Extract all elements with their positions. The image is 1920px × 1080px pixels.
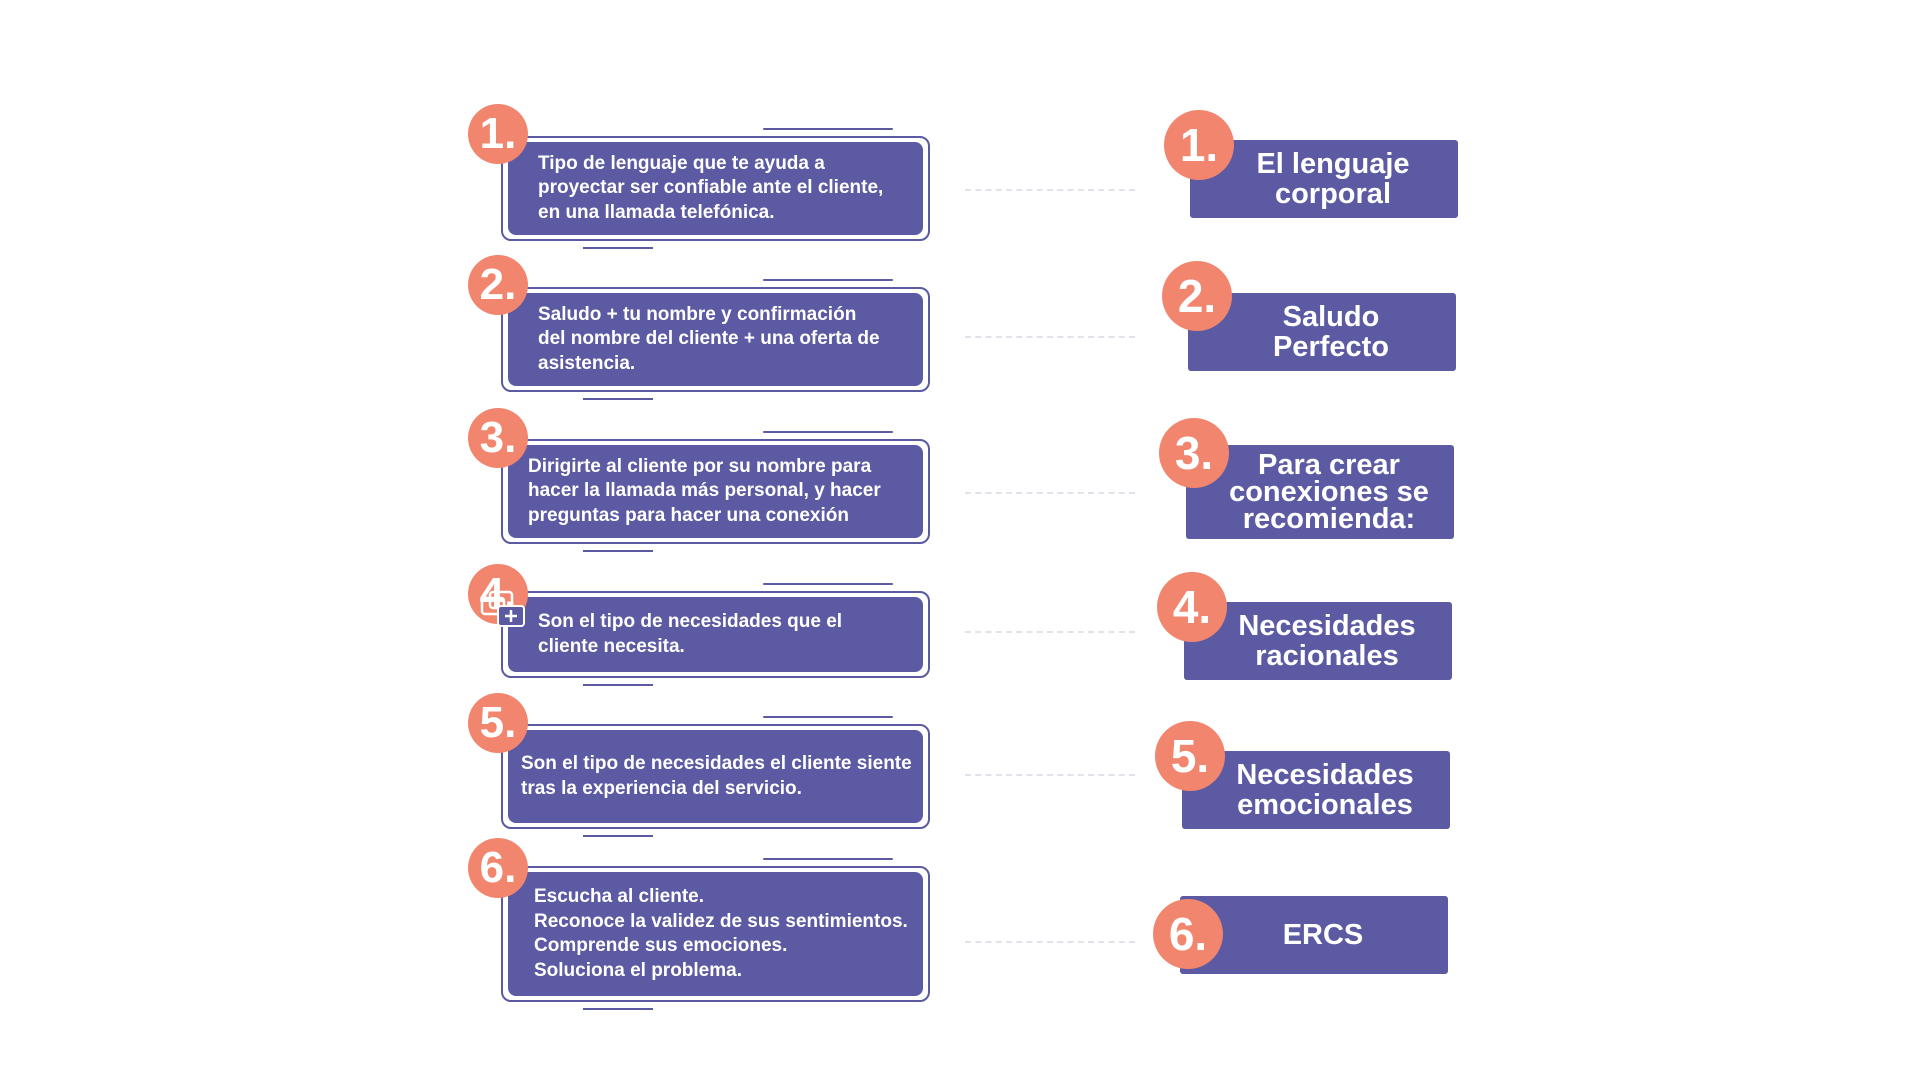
definition-card-3[interactable]: Dirigirte al cliente por su nombre para … (501, 431, 930, 552)
connector-line (965, 336, 1135, 338)
decorative-line (583, 835, 653, 837)
answer-card-6[interactable]: ERCS (1180, 896, 1448, 974)
decorative-line (583, 398, 653, 400)
answer-card-3[interactable]: Para crear conexiones se recomienda: (1186, 445, 1454, 539)
card-fill: Saludo + tu nombre y confirmación del no… (508, 293, 923, 386)
card-frame (501, 287, 930, 392)
decorative-line (763, 431, 893, 433)
move-card-icon[interactable] (480, 588, 530, 630)
definition-text: Dirigirte al cliente por su nombre para … (528, 455, 881, 526)
answer-text: Para crear conexiones se recomienda: (1229, 448, 1429, 535)
decorative-line (583, 1008, 653, 1010)
card-fill: Escucha al cliente. Reconoce la validez … (508, 872, 923, 996)
card-frame (501, 866, 930, 1002)
answer-text: Saludo Perfecto (1272, 301, 1390, 363)
definition-card-4[interactable]: Son el tipo de necesidades que el client… (501, 583, 930, 686)
definition-card-6[interactable]: Escucha al cliente. Reconoce la validez … (501, 858, 930, 1010)
connector-line (965, 492, 1135, 494)
answer-card-2[interactable]: Saludo Perfecto (1188, 293, 1456, 371)
answer-text: ERCS (1282, 919, 1364, 951)
decorative-line (583, 684, 653, 686)
answer-number-badge: 6. (1153, 899, 1223, 969)
card-frame (501, 136, 930, 241)
answer-number-badge: 4. (1157, 572, 1227, 642)
decorative-line (583, 247, 653, 249)
definition-text: Tipo de lenguaje que te ayuda a proyecta… (538, 152, 884, 223)
definition-text: Son el tipo de necesidades el cliente si… (521, 753, 912, 799)
connector-line (965, 774, 1135, 776)
connector-line (965, 631, 1135, 633)
decorative-line (763, 858, 893, 860)
decorative-line (583, 550, 653, 552)
card-frame (501, 724, 930, 829)
definition-text: Son el tipo de necesidades que el client… (538, 611, 843, 657)
answer-card-4[interactable]: Necesidades racionales (1184, 602, 1452, 680)
definition-text: Escucha al cliente. Reconoce la validez … (534, 886, 908, 981)
definition-card-5[interactable]: Son el tipo de necesidades el cliente si… (501, 716, 930, 837)
card-fill: Dirigirte al cliente por su nombre para … (508, 445, 923, 538)
definition-number-badge: 6. (468, 838, 528, 898)
definition-text: Saludo + tu nombre y confirmación del no… (538, 303, 880, 374)
card-fill: Son el tipo de necesidades que el client… (508, 597, 923, 672)
card-fill: Tipo de lenguaje que te ayuda a proyecta… (508, 142, 923, 235)
connector-line (965, 189, 1135, 191)
answer-text: El lenguaje corporal (1256, 148, 1410, 210)
definition-card-1[interactable]: Tipo de lenguaje que te ayuda a proyecta… (501, 128, 930, 249)
answer-number-badge: 5. (1155, 721, 1225, 791)
answer-number-badge: 3. (1159, 418, 1229, 488)
definition-number-badge: 2. (468, 255, 528, 315)
card-frame (501, 439, 930, 544)
card-frame (501, 591, 930, 678)
card-fill: Son el tipo de necesidades el cliente si… (508, 730, 923, 823)
definition-number-badge: 1. (468, 104, 528, 164)
answer-text: Necesidades racionales (1238, 610, 1416, 672)
answer-text: Necesidades emocionales (1236, 759, 1414, 821)
answer-number-badge: 1. (1164, 110, 1234, 180)
decorative-line (763, 716, 893, 718)
definition-number-badge: 3. (468, 408, 528, 468)
decorative-line (763, 583, 893, 585)
decorative-line (763, 279, 893, 281)
answer-card-5[interactable]: Necesidades emocionales (1182, 751, 1450, 829)
connector-line (965, 941, 1135, 943)
decorative-line (763, 128, 893, 130)
answer-card-1[interactable]: El lenguaje corporal (1190, 140, 1458, 218)
definition-number-badge: 5. (468, 693, 528, 753)
answer-number-badge: 2. (1162, 261, 1232, 331)
definition-card-2[interactable]: Saludo + tu nombre y confirmación del no… (501, 279, 930, 400)
